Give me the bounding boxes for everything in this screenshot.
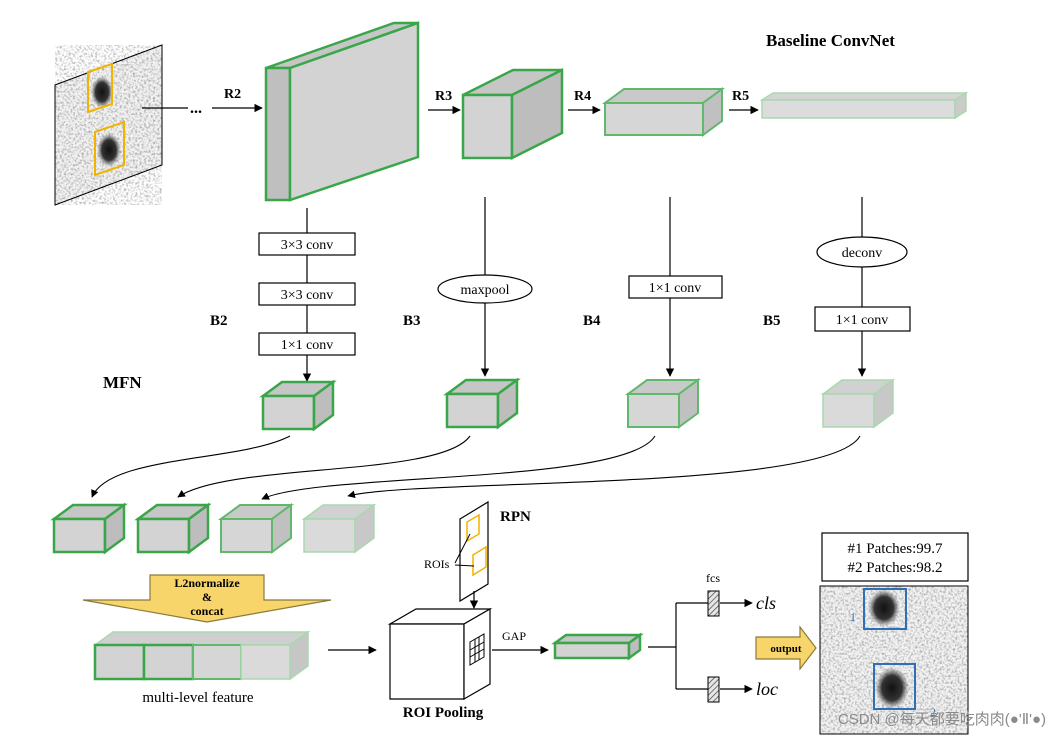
roi-pooling-grid-icon xyxy=(469,633,485,666)
gap-feature-vector xyxy=(551,632,644,661)
l2-line2: & xyxy=(202,590,212,604)
r5-block xyxy=(759,91,969,120)
output-detection-box-2 xyxy=(873,663,916,710)
label-b4: B4 xyxy=(583,313,601,329)
b2-conv3x3-a: 3×3 conv xyxy=(281,238,334,253)
rois-label: ROIs xyxy=(424,557,450,571)
curve-b2 xyxy=(91,435,291,498)
label-b5: B5 xyxy=(763,313,781,329)
l2-line1: L2normalize xyxy=(174,576,240,590)
output-arrow xyxy=(755,625,817,671)
ellipsis: ... xyxy=(190,100,202,117)
roi-pooling-label: ROI Pooling xyxy=(403,705,484,721)
label-b3: B3 xyxy=(403,313,421,329)
results-box xyxy=(821,532,969,582)
fused-cube-1 xyxy=(50,502,128,555)
r3-block xyxy=(461,67,564,161)
gap-label: GAP xyxy=(502,629,526,643)
label-r2: R2 xyxy=(224,87,241,102)
b2-conv3x3-b: 3×3 conv xyxy=(281,288,334,303)
curve-b4 xyxy=(261,435,656,500)
cls-label: cls xyxy=(756,593,776,613)
result-line-2: #2 Patches:98.2 xyxy=(848,560,943,576)
label-r4: R4 xyxy=(574,89,591,104)
r4-block xyxy=(601,87,726,137)
label-r3: R3 xyxy=(435,89,452,104)
b5-output-cube xyxy=(820,378,896,429)
b4-conv1x1-box xyxy=(628,275,723,299)
fused-cube-4 xyxy=(301,503,377,554)
multi-level-feature-label: multi-level feature xyxy=(142,690,254,706)
label-b2: B2 xyxy=(210,313,228,329)
label-r5: R5 xyxy=(732,89,749,104)
output-box-id-2: 2 xyxy=(930,705,936,719)
b2-output-cube xyxy=(259,379,337,432)
fused-cube-3 xyxy=(217,503,295,554)
b4-conv1x1: 1×1 conv xyxy=(649,281,702,296)
input-image xyxy=(54,44,163,206)
baseline-convnet-title: Baseline ConvNet xyxy=(766,31,895,50)
rpn-feature-map xyxy=(459,500,489,603)
csdn-watermark: CSDN @每天都要吃肉肉(●'Ⅱ'●) xyxy=(838,711,1046,728)
output-box-id-1: 1 xyxy=(850,610,856,624)
fcs-label: fcs xyxy=(706,571,720,585)
b2-conv1x1: 1×1 conv xyxy=(281,338,334,353)
b3-output-cube xyxy=(443,377,521,430)
l2-concat-arrow xyxy=(82,574,332,623)
b5-deconv: deconv xyxy=(842,246,882,261)
input-roi-box-1 xyxy=(87,62,113,114)
rpn-label: RPN xyxy=(500,509,531,525)
curve-b5 xyxy=(347,435,861,499)
output-label: output xyxy=(770,643,802,655)
label-mfn: MFN xyxy=(103,373,142,392)
b5-conv1x1: 1×1 conv xyxy=(836,313,889,328)
result-line-1: #1 Patches:99.7 xyxy=(848,541,943,557)
loc-label: loc xyxy=(756,679,778,699)
fc-loc-layer xyxy=(707,676,720,703)
rois-leader-2 xyxy=(454,564,475,567)
fused-cube-2 xyxy=(134,502,212,555)
multi-level-feature-block xyxy=(92,630,311,681)
output-image xyxy=(819,585,969,735)
b3-maxpool: maxpool xyxy=(461,283,510,298)
output-detection-box-1 xyxy=(863,588,907,630)
r2-block xyxy=(264,21,420,202)
input-roi-box-2 xyxy=(94,120,125,177)
curve-b3 xyxy=(177,435,471,498)
b5-conv1x1-box xyxy=(814,306,911,332)
fc-cls-layer xyxy=(707,590,720,617)
b4-output-cube xyxy=(624,378,702,429)
l2-line3: concat xyxy=(190,604,223,618)
rois-leader-1 xyxy=(454,533,471,564)
